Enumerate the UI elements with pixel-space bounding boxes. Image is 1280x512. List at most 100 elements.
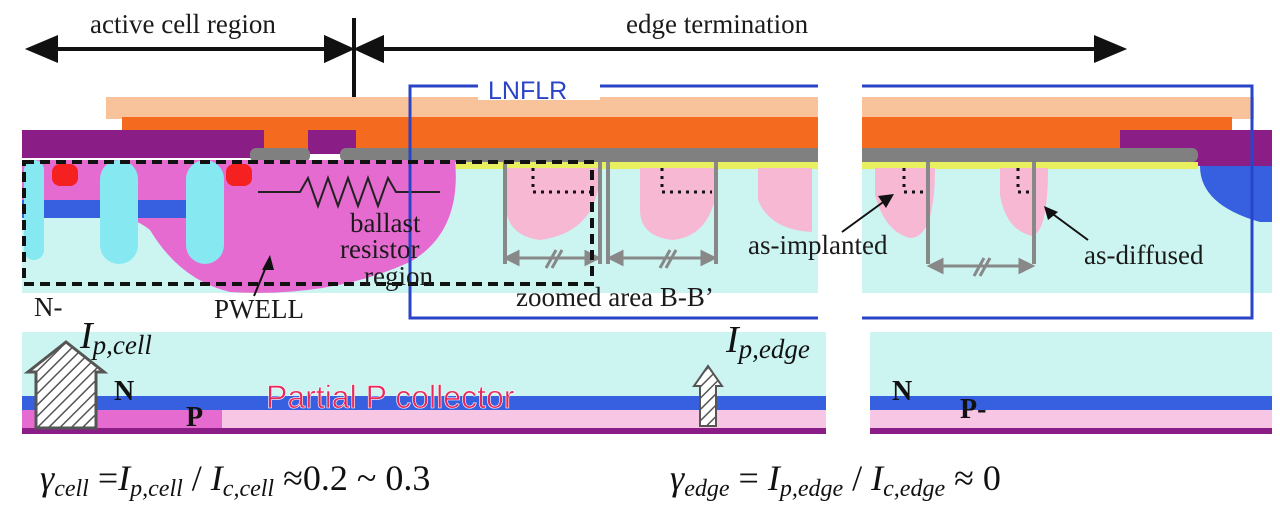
dim-slash — [550, 249, 564, 269]
pwell-label: PWELL — [214, 294, 304, 324]
gamma-cell-eq: = — [89, 458, 118, 498]
lower-cross-section — [22, 330, 1272, 438]
edge-current-symbol: I — [725, 319, 741, 361]
n-plus-source — [52, 164, 78, 186]
oxide-layer — [106, 97, 1254, 119]
edge-current-subscript: p,edge — [737, 334, 810, 364]
p-minus-label-right: P- — [960, 394, 986, 425]
as-diffused-label: as-diffused — [1084, 240, 1204, 270]
as-diffused-pointer-head — [1044, 206, 1058, 220]
dim-slash — [664, 249, 678, 269]
zoomed-area-label: zoomed area B-B’ — [516, 282, 714, 312]
cell-current-label: Ip,cell — [79, 315, 152, 360]
trenches — [24, 160, 224, 264]
dim-arrowhead — [700, 249, 718, 267]
gamma-cell-symbol: γ — [40, 458, 55, 498]
arrowhead-right — [1094, 34, 1128, 64]
pwell-pointer-head — [262, 255, 274, 270]
gamma-edge-equation: γedge = Ip,edge / Ic,edge ≈ 0 — [670, 458, 1001, 502]
arrowhead-mid-left — [324, 34, 355, 64]
edge-blue-region — [1200, 166, 1272, 222]
lnflr-label-bg — [478, 74, 600, 100]
gamma-edge-i1-sub: p,edge — [778, 476, 844, 502]
cell-current-subscript: p,cell — [91, 330, 152, 360]
edge-termination-label: edge termination — [626, 9, 809, 39]
dim-slash — [978, 257, 992, 277]
gamma-edge-i2-sub: c,edge — [883, 476, 945, 502]
lnflr-box-gap-fill — [818, 84, 862, 90]
gamma-cell-slash: / — [183, 458, 211, 498]
purple-gate-left — [22, 130, 264, 158]
gamma-cell-sub: cell — [54, 476, 89, 502]
gamma-edge-sub: edge — [684, 476, 730, 502]
arrowhead-mid-right — [353, 34, 384, 64]
lnflr-ring — [875, 168, 935, 238]
dimension-markers — [502, 249, 1036, 277]
ballast-label-1: ballast — [350, 208, 421, 238]
as-implanted-contours — [531, 168, 1030, 194]
active-cell-region-label: active cell region — [90, 9, 276, 39]
dim-arrowhead — [606, 249, 624, 267]
gap-cut-lower — [826, 330, 870, 438]
trench — [100, 160, 138, 264]
gamma-edge-i1: I — [767, 458, 782, 498]
ballast-label-2: resistor — [340, 234, 419, 264]
partial-p-layer — [222, 410, 1272, 428]
gamma-cell-i2: I — [210, 458, 225, 498]
n-label-right: N — [892, 376, 912, 407]
gamma-edge-slash: / — [843, 458, 871, 498]
trench — [24, 160, 44, 260]
dim-arrowhead — [1018, 257, 1036, 275]
dotted-contour — [531, 168, 596, 194]
edge-current-label: Ip,edge — [725, 319, 810, 364]
gamma-cell-i2-sub: c,cell — [223, 476, 275, 502]
gamma-edge-value: ≈ 0 — [945, 458, 1001, 498]
gamma-cell-i1: I — [117, 458, 132, 498]
gamma-edge-i2: I — [870, 458, 885, 498]
as-diffused-pointer — [1049, 211, 1089, 241]
cell-hole-current-arrow — [23, 340, 109, 430]
gamma-cell-equation: γcell =Ip,cell / Ic,cell ≈0.2 ~ 0.3 — [40, 458, 430, 502]
edge-hole-current-arrow — [692, 364, 724, 427]
gamma-cell-i1-sub: p,cell — [128, 476, 183, 502]
n-plus-source — [226, 164, 252, 186]
as-implanted-pointer — [841, 199, 887, 233]
lnflr-label: LNFLR — [488, 77, 567, 105]
field-plate-posts — [503, 162, 1036, 264]
dim-slash — [972, 257, 986, 277]
gap-cut-upper — [818, 86, 862, 326]
dim-slash — [544, 249, 558, 269]
lnflr-ring — [505, 168, 600, 240]
yellow-layer — [258, 162, 1198, 169]
n-label-left: N — [114, 376, 134, 407]
gamma-edge-symbol: γ — [670, 458, 685, 498]
ballast-resistor-symbol — [258, 175, 440, 209]
gray-metal-main — [340, 148, 1198, 162]
dim-arrowhead — [926, 257, 944, 275]
collector-metal — [22, 428, 1272, 434]
n-field-stop-layer — [22, 396, 1272, 410]
lower-n-region — [22, 332, 1272, 396]
partial-p-collector-label: Partial P collector — [266, 379, 515, 415]
orange-metal — [122, 117, 1232, 151]
n-minus-label: N- — [34, 292, 63, 322]
as-implanted-pointer-head — [878, 194, 894, 208]
upper-cross-section: LNFLR — [22, 74, 1272, 326]
gamma-cell-value: ≈0.2 ~ 0.3 — [274, 458, 430, 498]
gray-metal-left — [250, 148, 310, 162]
arrowhead-left — [24, 34, 58, 64]
dotted-contour — [1016, 168, 1030, 194]
dim-slash — [658, 249, 672, 269]
lnflr-ring — [640, 168, 718, 240]
p-label-left: P — [186, 402, 203, 433]
cell-current-symbol: I — [79, 315, 95, 357]
lnflr-ring — [758, 168, 812, 232]
dim-arrowhead — [502, 249, 520, 267]
gamma-edge-eq: = — [730, 458, 768, 498]
trench — [186, 160, 224, 264]
lnflr-rings — [505, 168, 1048, 240]
zoomed-area-box — [22, 160, 594, 286]
dotted-contour — [902, 168, 924, 194]
region-arrows — [24, 18, 1128, 160]
